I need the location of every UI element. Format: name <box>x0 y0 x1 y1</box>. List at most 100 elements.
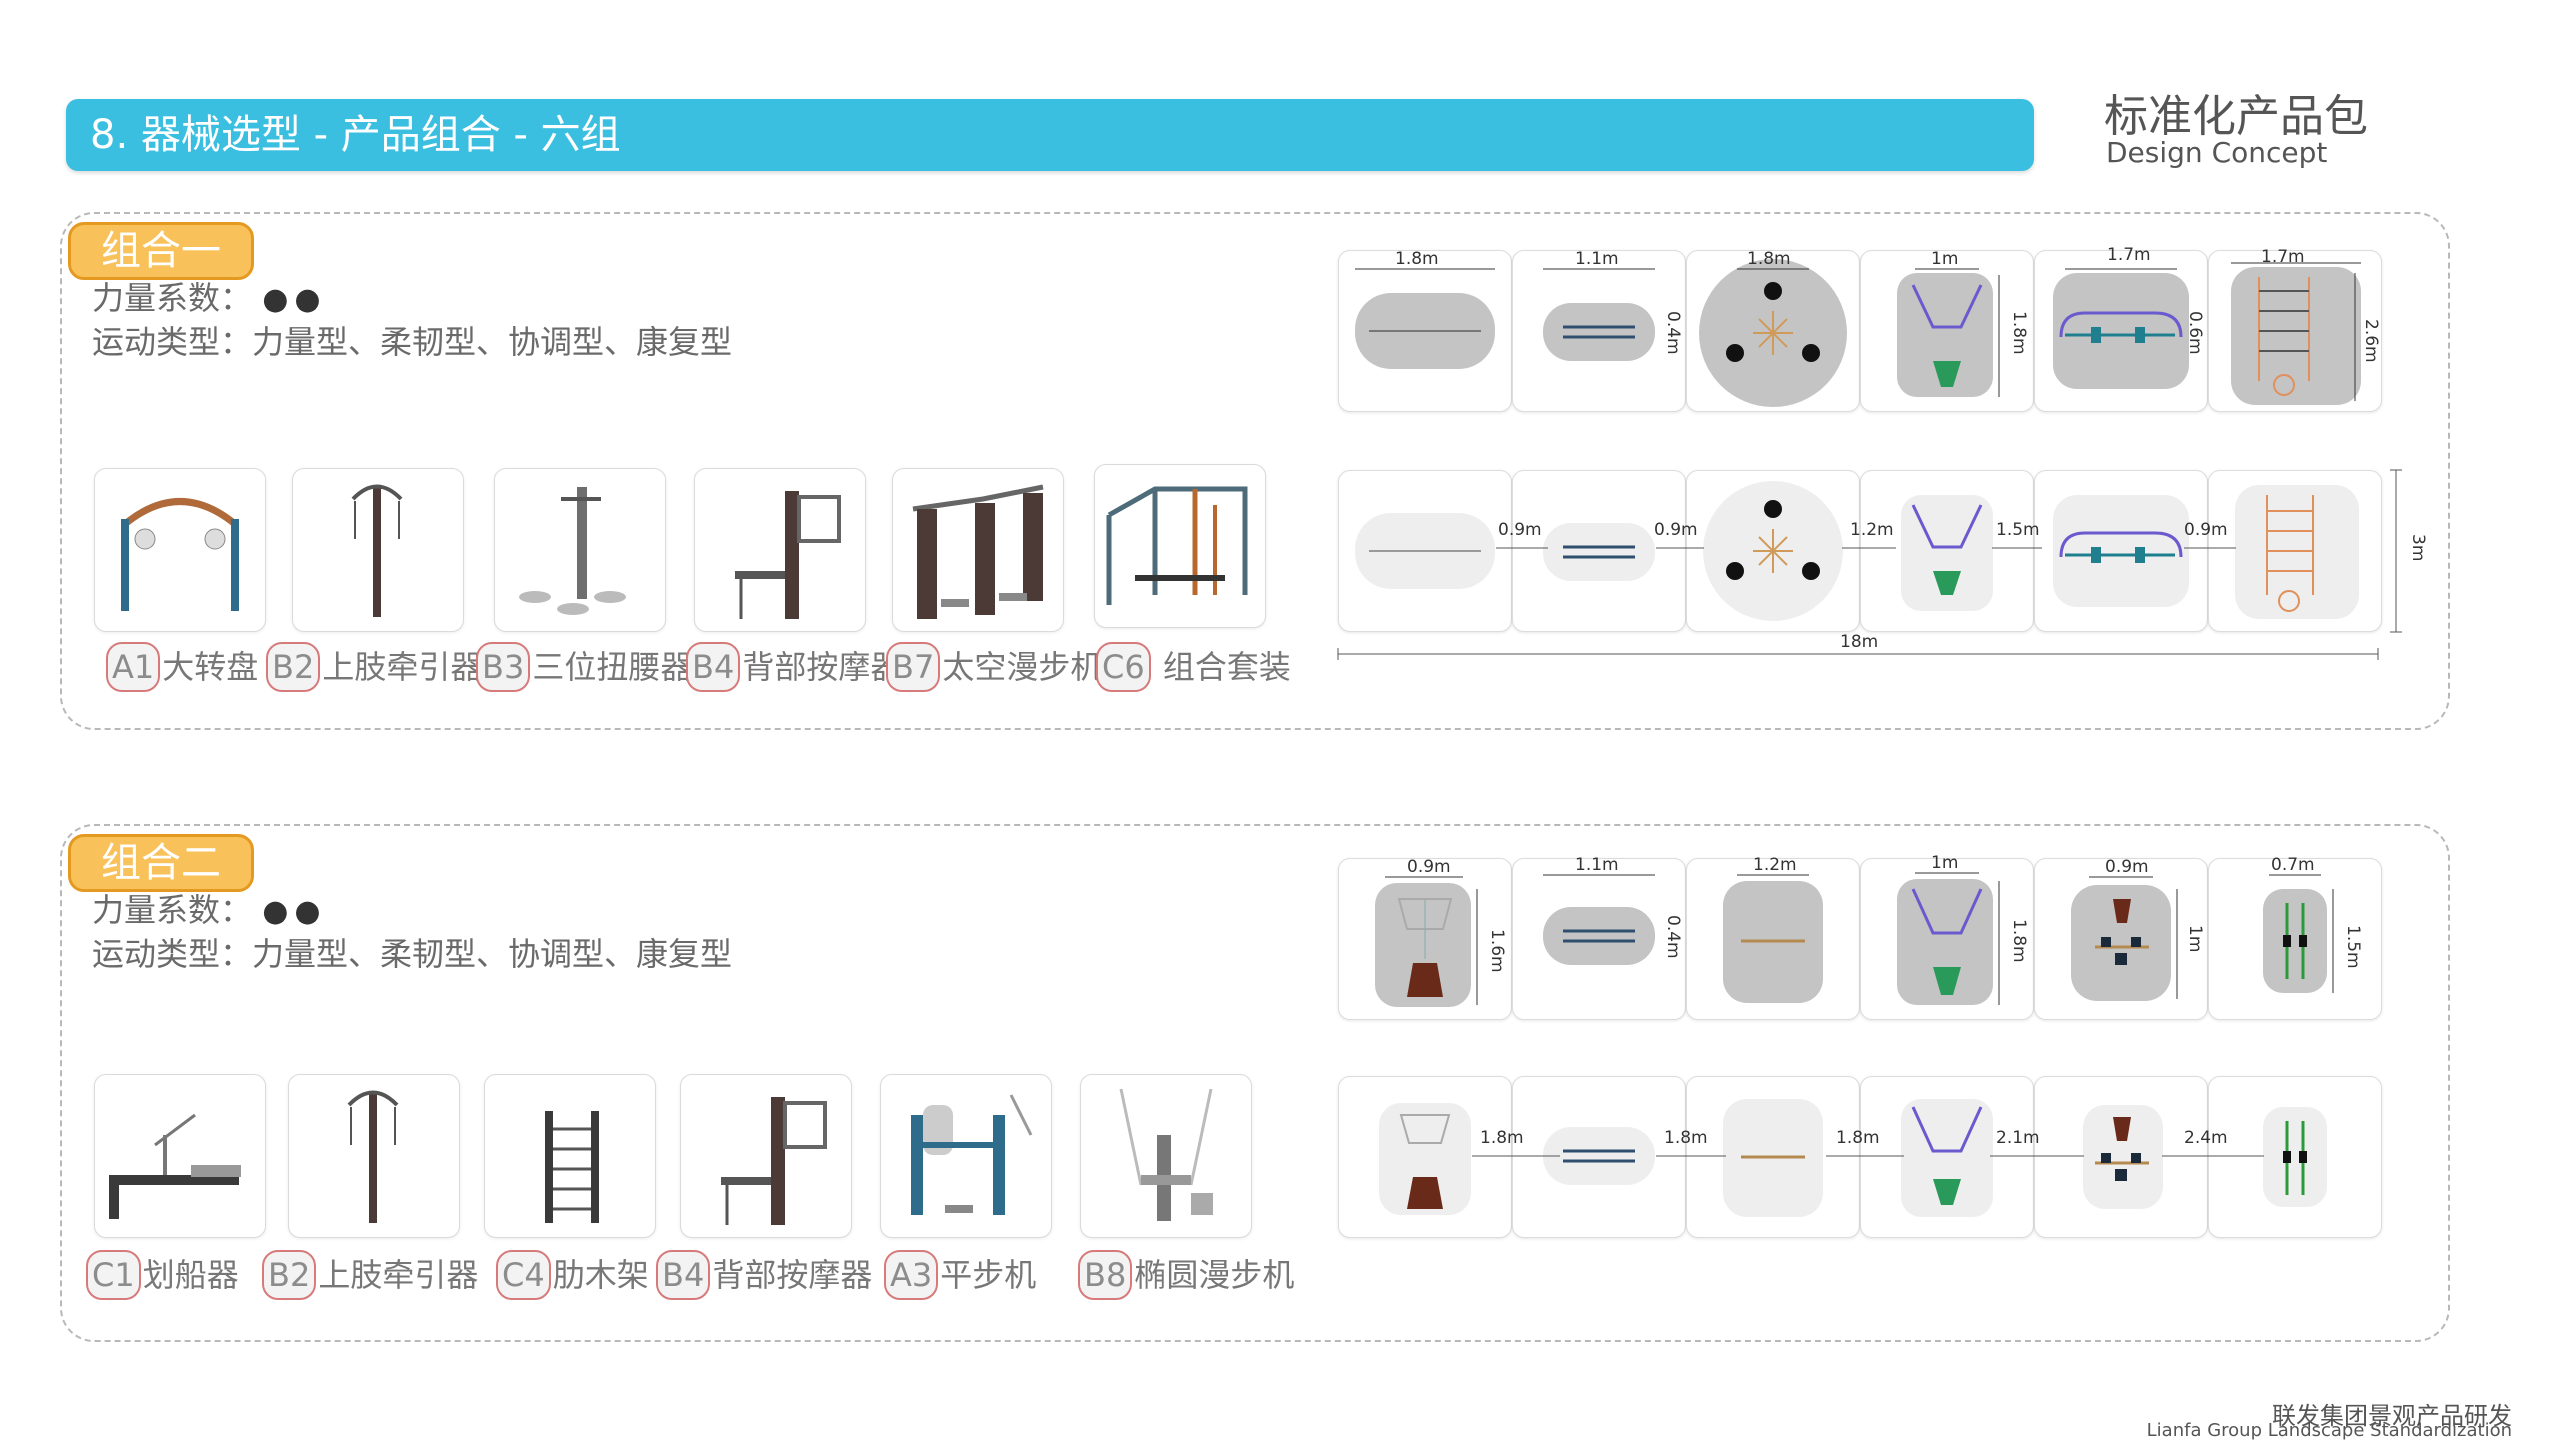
flat-walker-illustration <box>911 1094 1033 1215</box>
footprint-card: 0.9m 1.6m <box>1338 857 1512 1020</box>
height-dim: 1.5m <box>2343 925 2363 969</box>
width-dim: 1m <box>1931 249 1959 269</box>
layout-card <box>1686 1076 1860 1238</box>
product-image <box>94 1074 266 1238</box>
back-massager-illustration <box>735 491 841 619</box>
combination-set-illustration <box>1106 486 1248 605</box>
width-dim: 1.7m <box>2261 247 2305 267</box>
product-image <box>494 468 666 632</box>
group-panel-2 <box>60 824 2450 1342</box>
width-dim: 1.8m <box>1395 249 1439 269</box>
width-dim: 1.8m <box>1747 249 1791 269</box>
product-image <box>1094 464 1266 628</box>
group-panel-1 <box>60 212 2450 730</box>
brand-title: 标准化产品包 <box>2104 91 2368 142</box>
product-name: 肋木架 <box>552 1256 649 1294</box>
width-dim: 1.1m <box>1575 249 1619 269</box>
gap-dim: 0.9m <box>2184 520 2228 540</box>
product-name: 背部按摩器 <box>742 648 903 686</box>
three-waist-twister-illustration <box>519 487 626 615</box>
footprint-card: 1m 1.8m <box>1860 853 2034 1020</box>
exercise-types: 运动类型：力量型、柔韧型、协调型、康复型 <box>92 935 733 973</box>
product-image <box>680 1074 852 1238</box>
height-dim: 1.8m <box>2009 919 2029 963</box>
brand-subtitle: Design Concept <box>2106 136 2328 169</box>
layout-card <box>2034 1076 2208 1238</box>
upper-limb-puller-illustration <box>351 484 403 617</box>
product-code: A1 <box>106 642 161 692</box>
height-dim: 1.6m <box>1487 929 1507 973</box>
force-dots: ●● <box>262 894 327 929</box>
footprint-card: 1m 1.8m <box>1860 249 2034 412</box>
width-dim: 1.7m <box>2107 245 2151 265</box>
layout-card <box>1338 1076 1512 1238</box>
product-code: C6 <box>1096 642 1151 692</box>
layout-card <box>1860 1076 2034 1238</box>
footprint-card: 1.8m <box>1686 249 1860 412</box>
footprint-card: 0.7m 1.5m <box>2208 855 2382 1020</box>
exercise-types: 运动类型：力量型、柔韧型、协调型、康复型 <box>92 323 733 361</box>
layout-card <box>2208 470 2382 632</box>
gap-dim: 1.8m <box>1480 1128 1524 1148</box>
product-image <box>892 468 1064 632</box>
back-massager-illustration <box>721 1097 827 1225</box>
width-dim: 1.1m <box>1575 855 1619 875</box>
elliptical-walker-illustration <box>1119 1088 1213 1221</box>
product-code: C4 <box>496 1250 551 1300</box>
force-dots: ●● <box>262 282 327 317</box>
footprint-card: 1.2m <box>1686 855 1860 1020</box>
product-code: B2 <box>262 1250 317 1300</box>
gap-dim: 2.1m <box>1996 1128 2040 1148</box>
gap-dim: 1.2m <box>1850 520 1894 540</box>
height-dim: 2.6m <box>2361 319 2381 363</box>
product-image <box>880 1074 1052 1238</box>
gap-dim: 0.9m <box>1654 520 1698 540</box>
product-name: 组合套装 <box>1162 648 1291 686</box>
footprint-card: 1.1m 0.4m <box>1512 855 1686 1020</box>
footer-company: 联发集团景观产品研发 <box>2272 1402 2512 1430</box>
height-dim: 0.4m <box>1663 915 1683 959</box>
product-name: 椭圆漫步机 <box>1134 1256 1295 1294</box>
layout-card <box>2034 470 2208 632</box>
height-dim: 1.8m <box>2009 311 2029 355</box>
space-walker-illustration <box>912 484 1044 619</box>
product-name: 大转盘 <box>162 648 259 686</box>
product-image <box>484 1074 656 1238</box>
product-code: B7 <box>886 642 941 692</box>
force-coefficient: 力量系数： ●● <box>92 278 327 320</box>
section-title: 8. 器械选型 - 产品组合 - 六组 <box>90 112 621 158</box>
product-name: 划船器 <box>142 1256 239 1294</box>
width-dim: 0.9m <box>1407 857 1451 877</box>
product-code: B8 <box>1078 1250 1133 1300</box>
force-label: 力量系数： <box>92 279 253 317</box>
width-dim: 0.9m <box>2105 857 2149 877</box>
product-image <box>288 1074 460 1238</box>
upper-limb-puller-illustration <box>347 1090 399 1223</box>
product-name: 平步机 <box>940 1256 1037 1294</box>
product-name: 上肢牵引器 <box>322 648 483 686</box>
product-image <box>292 468 464 632</box>
product-name: 太空漫步机 <box>942 648 1103 686</box>
product-image <box>1080 1074 1252 1238</box>
height-dim: 0.6m <box>2185 311 2205 355</box>
total-length-dim: 18m <box>1840 632 1879 652</box>
layout-card <box>1338 470 1512 632</box>
section-header-bar <box>66 99 2034 171</box>
force-coefficient: 力量系数： ●● <box>92 890 327 932</box>
layout-card <box>1512 470 1686 632</box>
product-code: B3 <box>476 642 531 692</box>
gap-dim: 1.5m <box>1996 520 2040 540</box>
layout-card <box>2208 1076 2382 1238</box>
footprint-card: 1.7m 2.6m <box>2208 247 2382 412</box>
layout-card <box>1512 1076 1686 1238</box>
big-turntable-illustration <box>121 498 239 611</box>
